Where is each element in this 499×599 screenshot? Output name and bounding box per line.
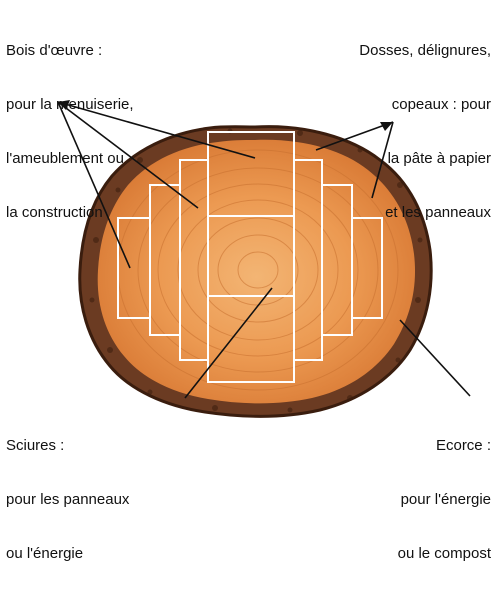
label-ecorce-line: pour l'énergie xyxy=(398,491,491,509)
label-bois-oeuvre: Bois d'œuvre : pour la menuiserie, l'ame… xyxy=(6,6,134,258)
label-ecorce-line: ou le compost xyxy=(398,545,491,563)
label-ecorce: Ecorce : pour l'énergie ou le compost xyxy=(398,401,491,599)
label-bois-oeuvre-line: la construction xyxy=(6,204,134,222)
label-bois-oeuvre-line: l'ameublement ou xyxy=(6,150,134,168)
label-dosses-line: Dosses, délignures, xyxy=(359,42,491,60)
label-sciures-line: Sciures : xyxy=(6,437,129,455)
label-sciures-line: ou l'énergie xyxy=(6,545,129,563)
log-cross-section-diagram: Bois d'œuvre : pour la menuiserie, l'ame… xyxy=(0,0,499,476)
label-bois-oeuvre-line: pour la menuiserie, xyxy=(6,96,134,114)
label-sciures-line: pour les panneaux xyxy=(6,491,129,509)
label-bois-oeuvre-line: Bois d'œuvre : xyxy=(6,42,134,60)
label-dosses: Dosses, délignures, copeaux : pour la pâ… xyxy=(359,6,491,258)
label-sciures: Sciures : pour les panneaux ou l'énergie xyxy=(6,401,129,599)
label-dosses-line: la pâte à papier xyxy=(359,150,491,168)
label-dosses-line: copeaux : pour xyxy=(359,96,491,114)
label-dosses-line: et les panneaux xyxy=(359,204,491,222)
label-ecorce-line: Ecorce : xyxy=(398,437,491,455)
